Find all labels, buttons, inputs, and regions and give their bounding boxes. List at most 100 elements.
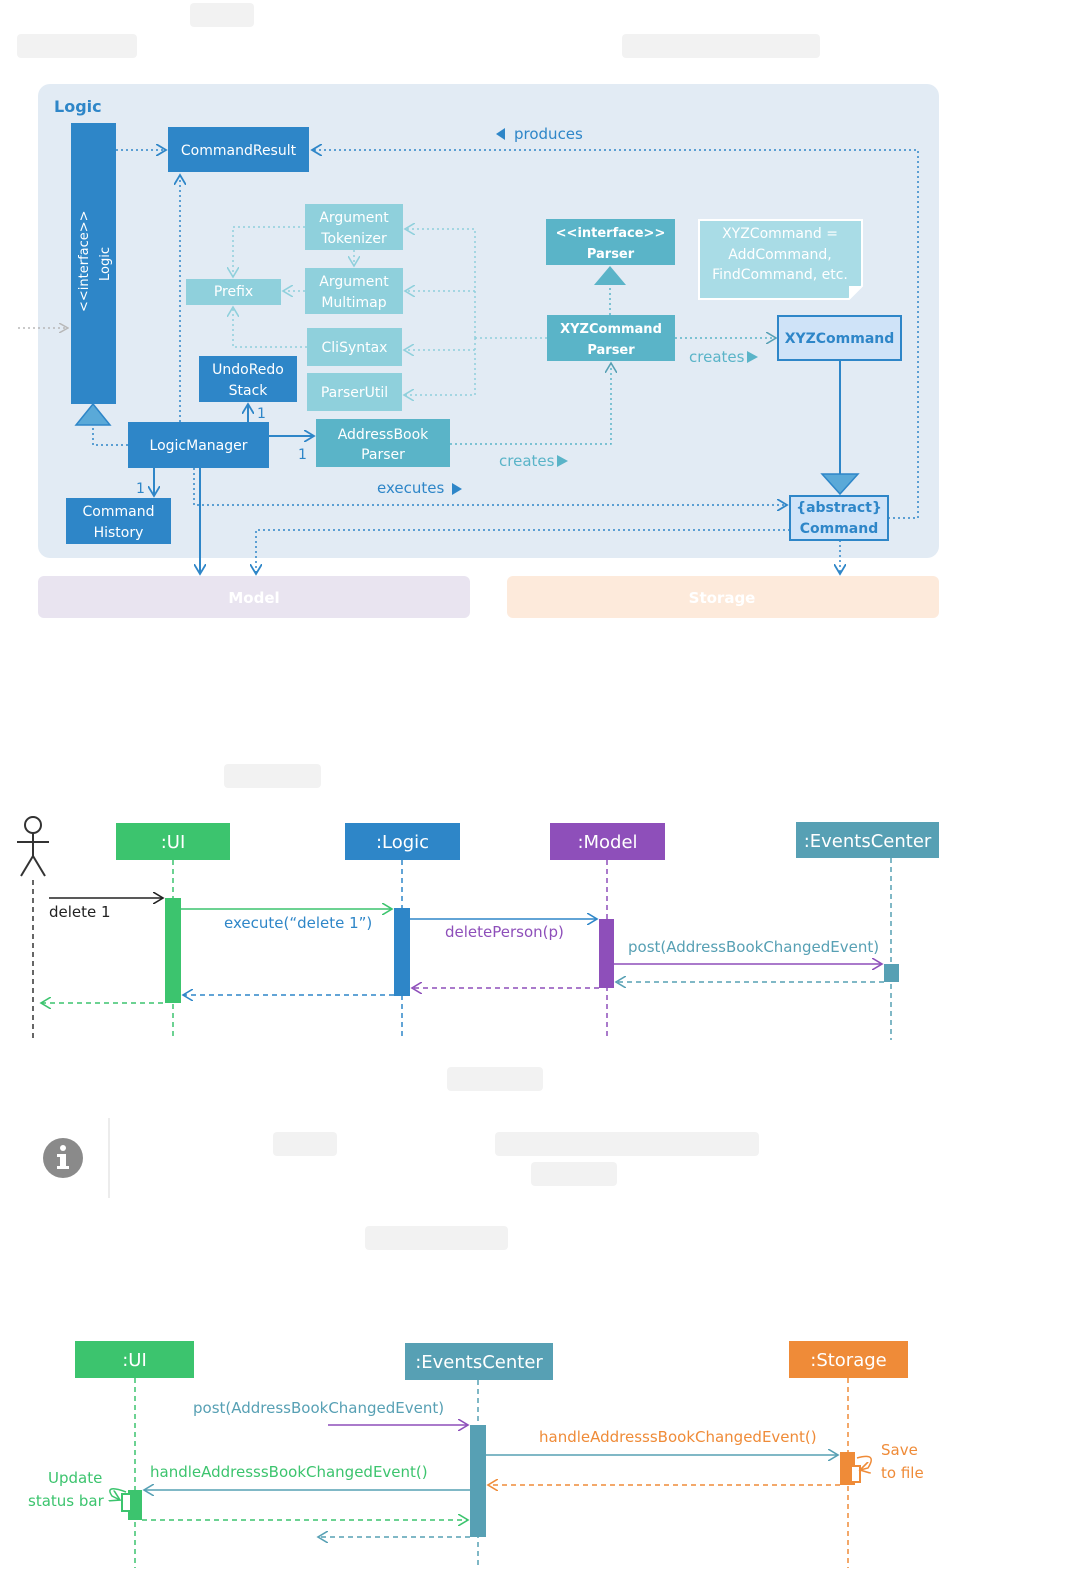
parser-util-box [307, 373, 402, 411]
cli-syntax-label: CliSyntax [322, 340, 388, 356]
blurred-heading [365, 1226, 508, 1250]
msg-handle-ui-label: handleAddresssBookChangedEvent() [150, 1463, 428, 1481]
prefix-box [186, 279, 281, 305]
ui-participant-label: :UI [161, 832, 186, 853]
executes-label: executes [377, 479, 444, 497]
note-line3: FindCommand, etc. [712, 267, 848, 283]
msg-delete-label: delete 1 [49, 903, 111, 921]
realization-triangle [74, 402, 112, 426]
logic-relationships [92, 150, 919, 574]
address-book-parser-line1: AddressBook [338, 427, 429, 443]
command-history-box [66, 498, 171, 544]
argument-tokenizer-line1: Argument [319, 210, 389, 226]
argument-multimap-line1: Argument [319, 274, 389, 290]
model-package-label: Model [228, 589, 279, 607]
address-book-parser-line2: Parser [361, 447, 405, 463]
prefix-label: Prefix [214, 284, 253, 300]
argument-tokenizer-line2: Tokenizer [320, 231, 387, 247]
ui-participant-2-label: :UI [122, 1350, 147, 1371]
ui-self-activation [121, 1493, 132, 1512]
creates-arrow-icon-2 [557, 455, 568, 467]
xyz-command-parser-box [547, 315, 675, 361]
abstract-command-box [789, 495, 889, 541]
multiplicity-history: 1 [136, 481, 145, 497]
logic-participant-label: :Logic [376, 832, 429, 853]
logic-class-diagram: Logic <<interface>> Logic CommandResult … [18, 84, 939, 618]
model-participant-label: :Model [577, 832, 637, 853]
multiplicity-parser: 1 [298, 447, 307, 463]
command-result-label: CommandResult [181, 143, 297, 159]
blurred-caption [224, 764, 321, 788]
events-sequence-diagram: :UI :EventsCenter :Storage post(AddressB… [28, 1341, 924, 1568]
logic-manager-box [128, 422, 269, 468]
blurred-text [495, 1132, 759, 1156]
creates-arrow-icon-1 [747, 351, 758, 363]
interface-parser-line1: <<interface>> [556, 226, 666, 241]
abstract-command-line1: {abstract} [796, 500, 882, 516]
delete-sequence-diagram: :UI :Logic :Model :EventsCenter delete 1… [17, 816, 939, 1040]
ui-activation [165, 898, 181, 1003]
logic-participant [345, 823, 460, 860]
model-package [38, 576, 470, 618]
xyz-command-box [777, 315, 902, 361]
ui-self-call [110, 1488, 127, 1500]
xyz-command-label: XYZCommand [785, 331, 895, 347]
xyz-command-parser-line1: XYZCommand [560, 322, 662, 337]
logic-interface-box [71, 123, 116, 404]
xyz-command-parser-line2: Parser [587, 343, 635, 358]
undo-redo-stack-box [199, 356, 297, 402]
command-history-line1: Command [83, 504, 155, 520]
logic-activation [394, 908, 410, 996]
events-center-participant-2 [405, 1343, 553, 1380]
msg-post-2-label: post(AddressBookChangedEvent) [193, 1399, 444, 1417]
produces-label: produces [514, 125, 583, 143]
blurred-text [531, 1162, 617, 1186]
executes-arrow-icon [452, 483, 462, 495]
interface-parser-line2: Parser [587, 247, 635, 262]
address-book-parser-box [316, 419, 450, 467]
msg-delete-person-label: deletePerson(p) [445, 923, 564, 941]
cli-syntax-box [307, 328, 402, 366]
events-center-participant-2-label: :EventsCenter [415, 1352, 543, 1373]
msg-post-label: post(AddressBookChangedEvent) [628, 938, 879, 956]
multiplicity-undo: 1 [257, 406, 266, 422]
argument-multimap-line2: Multimap [321, 295, 386, 311]
produces-arrow-icon [496, 128, 505, 140]
blurred-text [622, 34, 820, 58]
undo-redo-stack-line1: UndoRedo [212, 362, 284, 378]
note-line2: AddCommand, [728, 247, 832, 263]
parser-realization-triangle [594, 266, 626, 285]
events-center-activation-2 [470, 1425, 486, 1537]
creates-label-1: creates [689, 348, 745, 366]
argument-multimap-box [305, 268, 403, 314]
blurred-caption [447, 1067, 543, 1091]
note-fold [849, 286, 862, 299]
inheritance-triangle [820, 473, 860, 496]
interface-parser-box [546, 219, 675, 265]
creates-label-2: creates [499, 452, 555, 470]
storage-self-call [856, 1455, 872, 1470]
info-note [43, 1118, 110, 1198]
ui-participant [116, 823, 230, 860]
command-history-line2: History [94, 525, 144, 541]
undo-redo-stack-line2: Stack [229, 383, 269, 399]
user-actor-icon [17, 816, 49, 877]
storage-participant-label: :Storage [810, 1350, 887, 1371]
msg-execute-label: execute(“delete 1”) [224, 914, 372, 932]
blurred-heading [190, 3, 254, 27]
parser-helper-dependencies [233, 227, 547, 395]
note-line1: XYZCommand = [722, 226, 838, 242]
parser-util-label: ParserUtil [321, 385, 388, 401]
storage-self-activation [850, 1465, 861, 1483]
logic-interface-stereotype: <<interface>> [77, 210, 92, 312]
ui-participant-2 [75, 1341, 194, 1378]
storage-package-label: Storage [689, 589, 756, 607]
logic-interface-name: Logic [98, 247, 113, 281]
abstract-command-line2: Command [800, 521, 879, 537]
msg-handle-storage-label: handleAddresssBookChangedEvent() [539, 1428, 817, 1446]
argument-tokenizer-box [305, 204, 403, 250]
logic-manager-label: LogicManager [150, 438, 248, 454]
save-note-line2: to file [881, 1464, 924, 1482]
blurred-text [17, 34, 137, 58]
